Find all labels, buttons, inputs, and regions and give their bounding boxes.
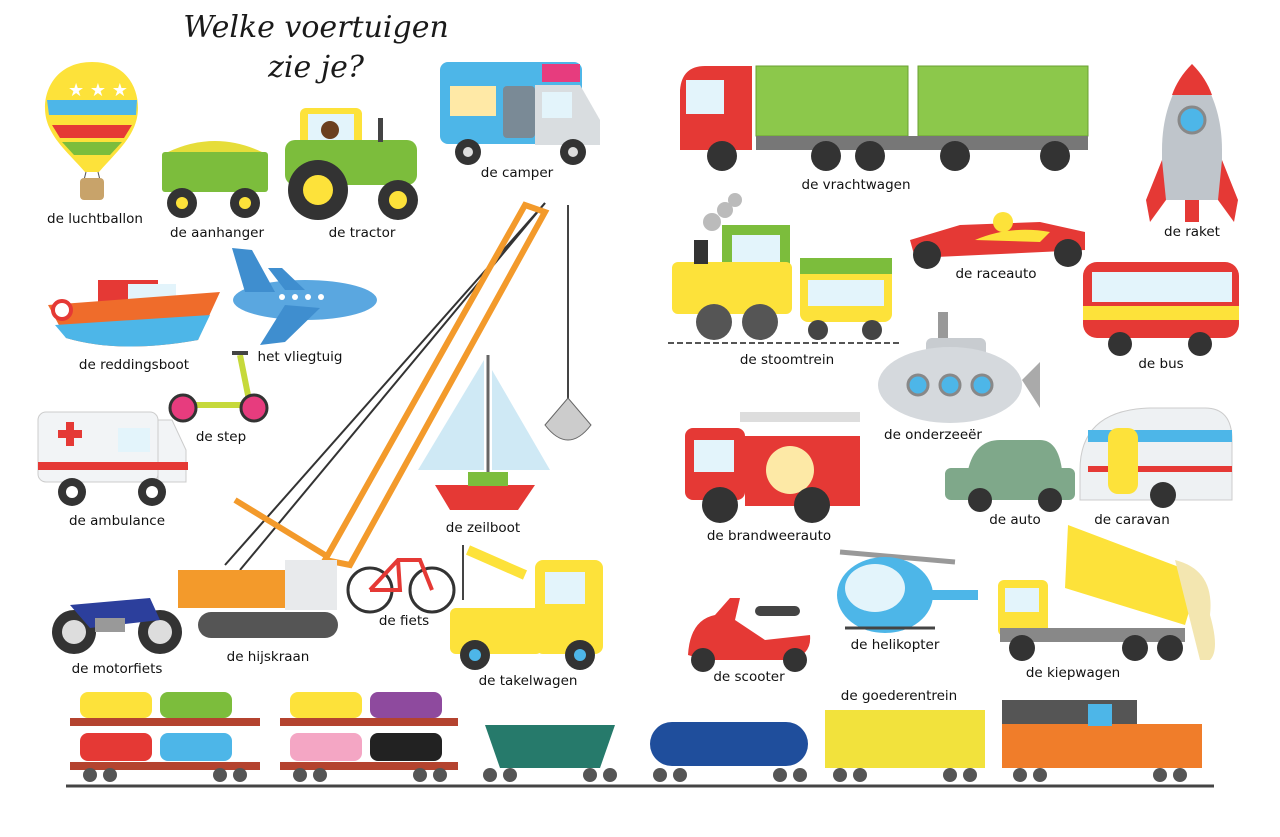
- label-raket: de raket: [1164, 224, 1220, 240]
- label-goederentrein: de goederentrein: [840, 688, 958, 704]
- label-step: de step: [195, 429, 247, 445]
- tractor: [285, 108, 418, 220]
- title-line-1: Welke voertuigen: [183, 10, 449, 45]
- airplane: [232, 248, 377, 345]
- vespa-scooter: [688, 598, 811, 672]
- label-onderzeeer: de onderzeeër: [884, 427, 982, 443]
- motorbike: [52, 598, 182, 654]
- label-fiets: de fiets: [378, 613, 430, 629]
- race-car: [910, 212, 1085, 269]
- rescue-boat: [48, 280, 220, 347]
- label-kiepwagen: de kiepwagen: [1025, 665, 1121, 681]
- label-reddingsboot: de reddingsboot: [78, 357, 190, 373]
- tow-truck: [450, 545, 603, 670]
- trailer: [162, 141, 268, 218]
- label-tractor: de tractor: [328, 225, 396, 241]
- freight-train: [66, 692, 1214, 788]
- label-luchtballon: de luchtballon: [47, 211, 143, 227]
- kick-scooter: [168, 351, 269, 423]
- crane: [178, 201, 592, 638]
- label-stoomtrein: de stoomtrein: [739, 352, 835, 368]
- rocket: [1146, 64, 1238, 222]
- label-zeilboot: de zeilboot: [445, 520, 521, 536]
- fire-engine: [685, 412, 860, 523]
- submarine: [878, 312, 1040, 423]
- helicopter: [837, 549, 978, 633]
- title-line-2: zie je?: [268, 50, 364, 85]
- ambulance: [37, 411, 188, 506]
- label-aanhanger: de aanhanger: [169, 225, 265, 241]
- steam-train: [668, 193, 900, 344]
- label-helikopter: de helikopter: [850, 637, 940, 653]
- car: [945, 440, 1075, 512]
- label-motorfiets: de motorfiets: [71, 661, 163, 677]
- label-caravan: de caravan: [1094, 512, 1170, 528]
- bus: [1083, 262, 1239, 356]
- sailboat: [418, 355, 550, 510]
- lorry: [680, 65, 1089, 171]
- label-vliegtuig: het vliegtuig: [257, 349, 343, 365]
- label-brandweerauto: de brandweerauto: [706, 528, 832, 544]
- label-takelwagen: de takelwagen: [478, 673, 578, 689]
- bicycle: [346, 558, 456, 614]
- label-ambulance: de ambulance: [68, 513, 166, 529]
- label-bus: de bus: [1138, 356, 1184, 372]
- caravan: [1079, 407, 1233, 508]
- label-raceauto: de raceauto: [955, 266, 1037, 282]
- label-camper: de camper: [480, 165, 554, 181]
- label-scooter: de scooter: [713, 669, 785, 685]
- svg-text:★ ★ ★: ★ ★ ★: [68, 80, 128, 101]
- label-auto: de auto: [989, 512, 1041, 528]
- label-hijskraan: de hijskraan: [226, 649, 310, 665]
- label-vrachtwagen: de vrachtwagen: [801, 177, 911, 193]
- page-title: Welke voertuigen zie je?: [180, 8, 452, 88]
- camper: [440, 62, 600, 165]
- hot-air-balloon: ★ ★ ★: [45, 62, 138, 200]
- dump-truck: [998, 525, 1215, 661]
